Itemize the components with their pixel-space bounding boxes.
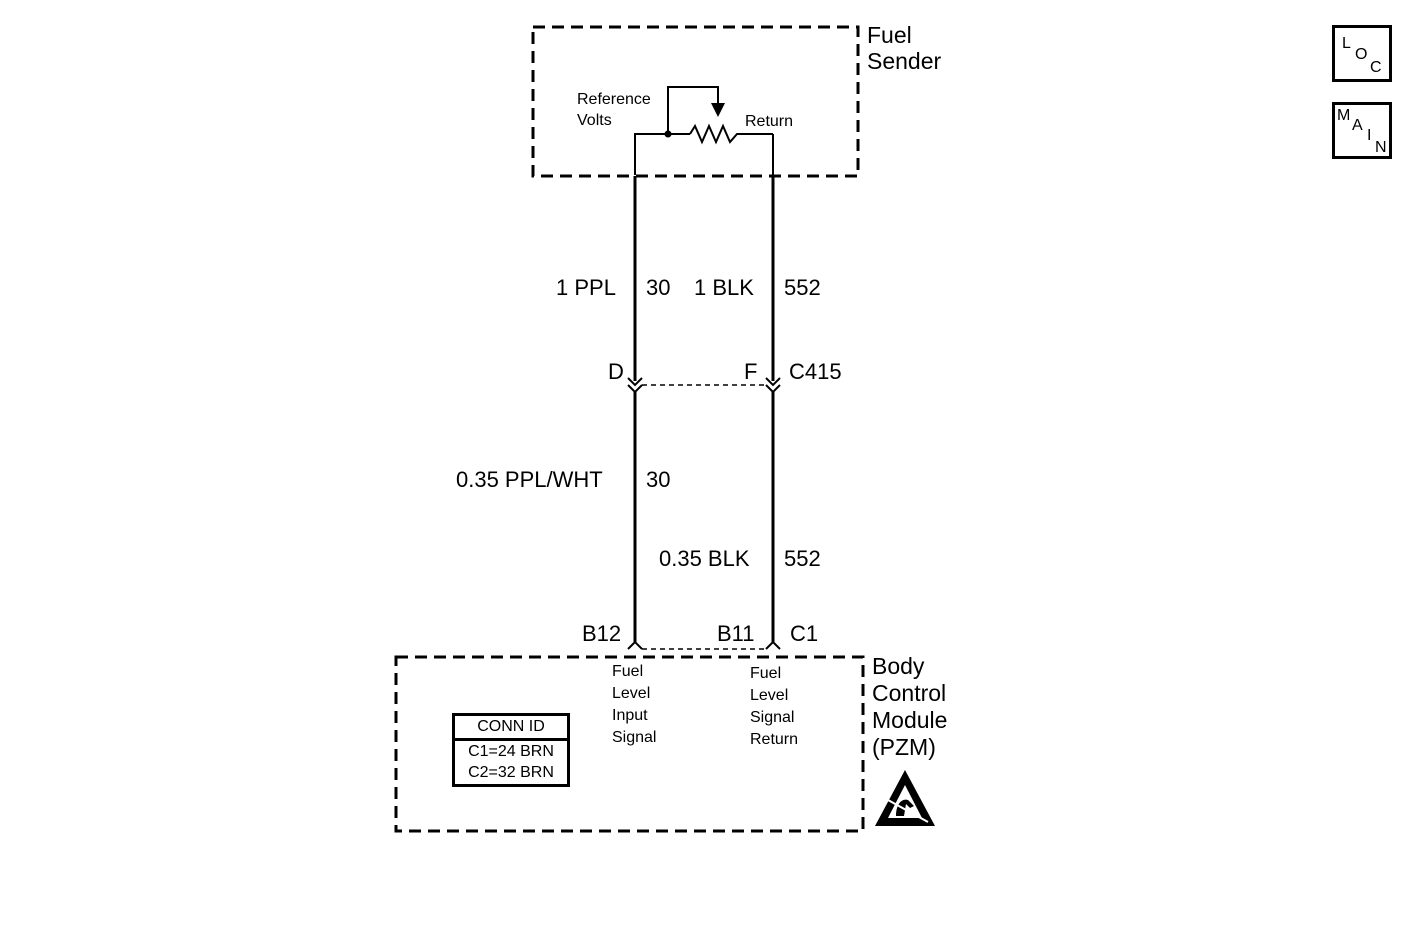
conn-id-table: CONN ID C1=24 BRN C2=32 BRN [452,713,570,787]
input-signal-line1: Fuel [612,663,644,680]
signal-return-line1: Fuel [750,665,782,682]
loc-letter-c: C [1370,59,1382,76]
return-label: Return [745,113,794,130]
wire-upper-right-circuit: 552 [784,275,821,300]
wires [633,176,775,642]
signal-return-line2: Level [750,687,789,704]
wire-upper-left-color: 1 PPL [556,275,616,300]
c415-connector-name: C415 [789,359,842,384]
c1-connector-symbols [627,640,781,650]
wire-lower-right-color: 0.35 BLK [659,546,750,571]
fuel-sender-title: Fuel Sender [867,24,941,73]
fuel-level-input-signal-label: Fuel Level Input Signal [612,664,656,746]
signal-return-line3: Signal [750,709,795,726]
reference-label-line2: Volts [577,112,612,129]
c415-pin-d: D [608,359,624,384]
c1-pin-b12: B12 [582,621,622,646]
wire-upper-right-color: 1 BLK [694,275,754,300]
main-letter-i: I [1367,127,1372,144]
main-letter-m: M [1337,107,1351,124]
conn-id-row-c2: C2=32 BRN [468,764,554,781]
conn-id-header: CONN ID [455,716,567,741]
loc-letter-l: L [1342,35,1351,52]
c1-connector-name: C1 [790,621,819,646]
wiper-arrow-icon [711,103,725,117]
c415-pin-f: F [744,359,758,384]
c415-connector-symbols [627,377,781,394]
input-signal-line4: Signal [612,729,657,746]
loc-letter-o: O [1355,46,1368,63]
signal-return-line4: Return [750,731,799,748]
input-signal-line2: Level [612,685,651,702]
conn-id-row-c1: C1=24 BRN [468,743,554,760]
main-letter-a: A [1352,117,1363,134]
wire-upper-left-circuit: 30 [646,275,671,300]
bcm-title-line2: Control [872,680,947,706]
reference-label-line1: Reference [577,91,651,108]
main-button[interactable]: M A I N [1332,102,1392,159]
junction-dot [664,130,672,138]
fuel-sender-title-line2: Sender [867,48,942,74]
esd-warning-icon [875,770,935,826]
main-letter-n: N [1375,139,1387,156]
input-signal-line3: Input [612,707,648,724]
bcm-title-line4: (PZM) [872,734,936,760]
fuel-level-signal-return-label: Fuel Level Signal Return [750,666,798,748]
wire-lower-right-circuit: 552 [784,546,821,571]
fuel-sender-box [531,25,860,178]
wire-lower-left-color: 0.35 PPL/WHT [456,467,603,492]
bcm-title-line3: Module [872,707,948,733]
loc-button[interactable]: L O C [1332,25,1392,82]
bcm-title-line1: Body [872,653,925,679]
bcm-title: Body Control Module (PZM) [872,655,947,759]
c1-pin-b11: B11 [717,621,755,646]
wire-lower-left-circuit: 30 [646,467,671,492]
potentiometer [634,86,774,175]
reference-volts-label: Reference Volts [577,92,651,129]
bcm-box [394,655,865,833]
fuel-sender-title-line1: Fuel [867,22,912,48]
